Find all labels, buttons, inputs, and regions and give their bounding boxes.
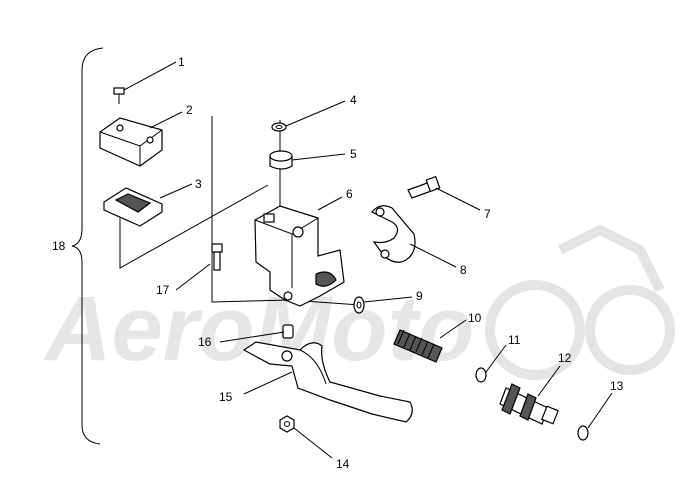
part-1-screw-icon <box>113 87 125 104</box>
label-part-16: 16 <box>198 335 212 349</box>
label-part-3: 3 <box>195 177 202 191</box>
label-part-13: 13 <box>610 379 624 393</box>
label-part-6: 6 <box>346 187 353 201</box>
part-7-bolt-icon <box>407 175 441 199</box>
part-2-reservoir-cover-icon <box>99 117 163 167</box>
part-5-bushing-icon <box>269 150 293 170</box>
part-16-pivot-bushing-icon <box>282 324 294 339</box>
label-part-12: 12 <box>558 351 572 365</box>
watermark: AeroMoto <box>43 224 675 380</box>
label-part-17: 17 <box>156 283 170 297</box>
label-part-14: 14 <box>336 457 350 471</box>
part-9-washer-icon <box>353 296 365 314</box>
part-15-lever-icon <box>242 341 413 423</box>
watermark-text: AeroMoto <box>43 278 474 380</box>
label-part-9: 9 <box>416 289 423 303</box>
part-13-o-ring-icon <box>577 425 589 441</box>
label-part-2: 2 <box>186 103 193 117</box>
label-part-15: 15 <box>219 390 233 404</box>
part-3-diaphragm-icon <box>103 187 163 227</box>
part-14-nut-icon <box>279 415 295 433</box>
part-12-piston-icon <box>499 383 559 425</box>
assembly-bracket <box>71 47 104 445</box>
label-part-11: 11 <box>508 333 521 347</box>
label-part-8: 8 <box>460 263 467 277</box>
part-11-washer-icon <box>475 367 487 383</box>
callout-labels: 1 2 3 4 5 6 7 8 9 10 11 12 13 14 15 16 1… <box>52 55 624 471</box>
label-part-10: 10 <box>468 311 482 325</box>
label-part-5: 5 <box>350 147 357 161</box>
part-4-washer-icon <box>271 122 287 132</box>
label-assembly-18: 18 <box>52 239 66 253</box>
part-8-clamp-icon <box>371 205 416 263</box>
label-part-7: 7 <box>484 207 491 221</box>
part-17-pivot-bolt-icon <box>211 243 223 271</box>
watermark-motorcycle-icon <box>485 224 675 380</box>
label-part-4: 4 <box>350 93 357 107</box>
part-10-spring-icon <box>393 329 443 363</box>
leader-lines <box>123 61 613 459</box>
part-6-master-cylinder-icon <box>254 205 345 307</box>
label-part-1: 1 <box>178 55 185 69</box>
